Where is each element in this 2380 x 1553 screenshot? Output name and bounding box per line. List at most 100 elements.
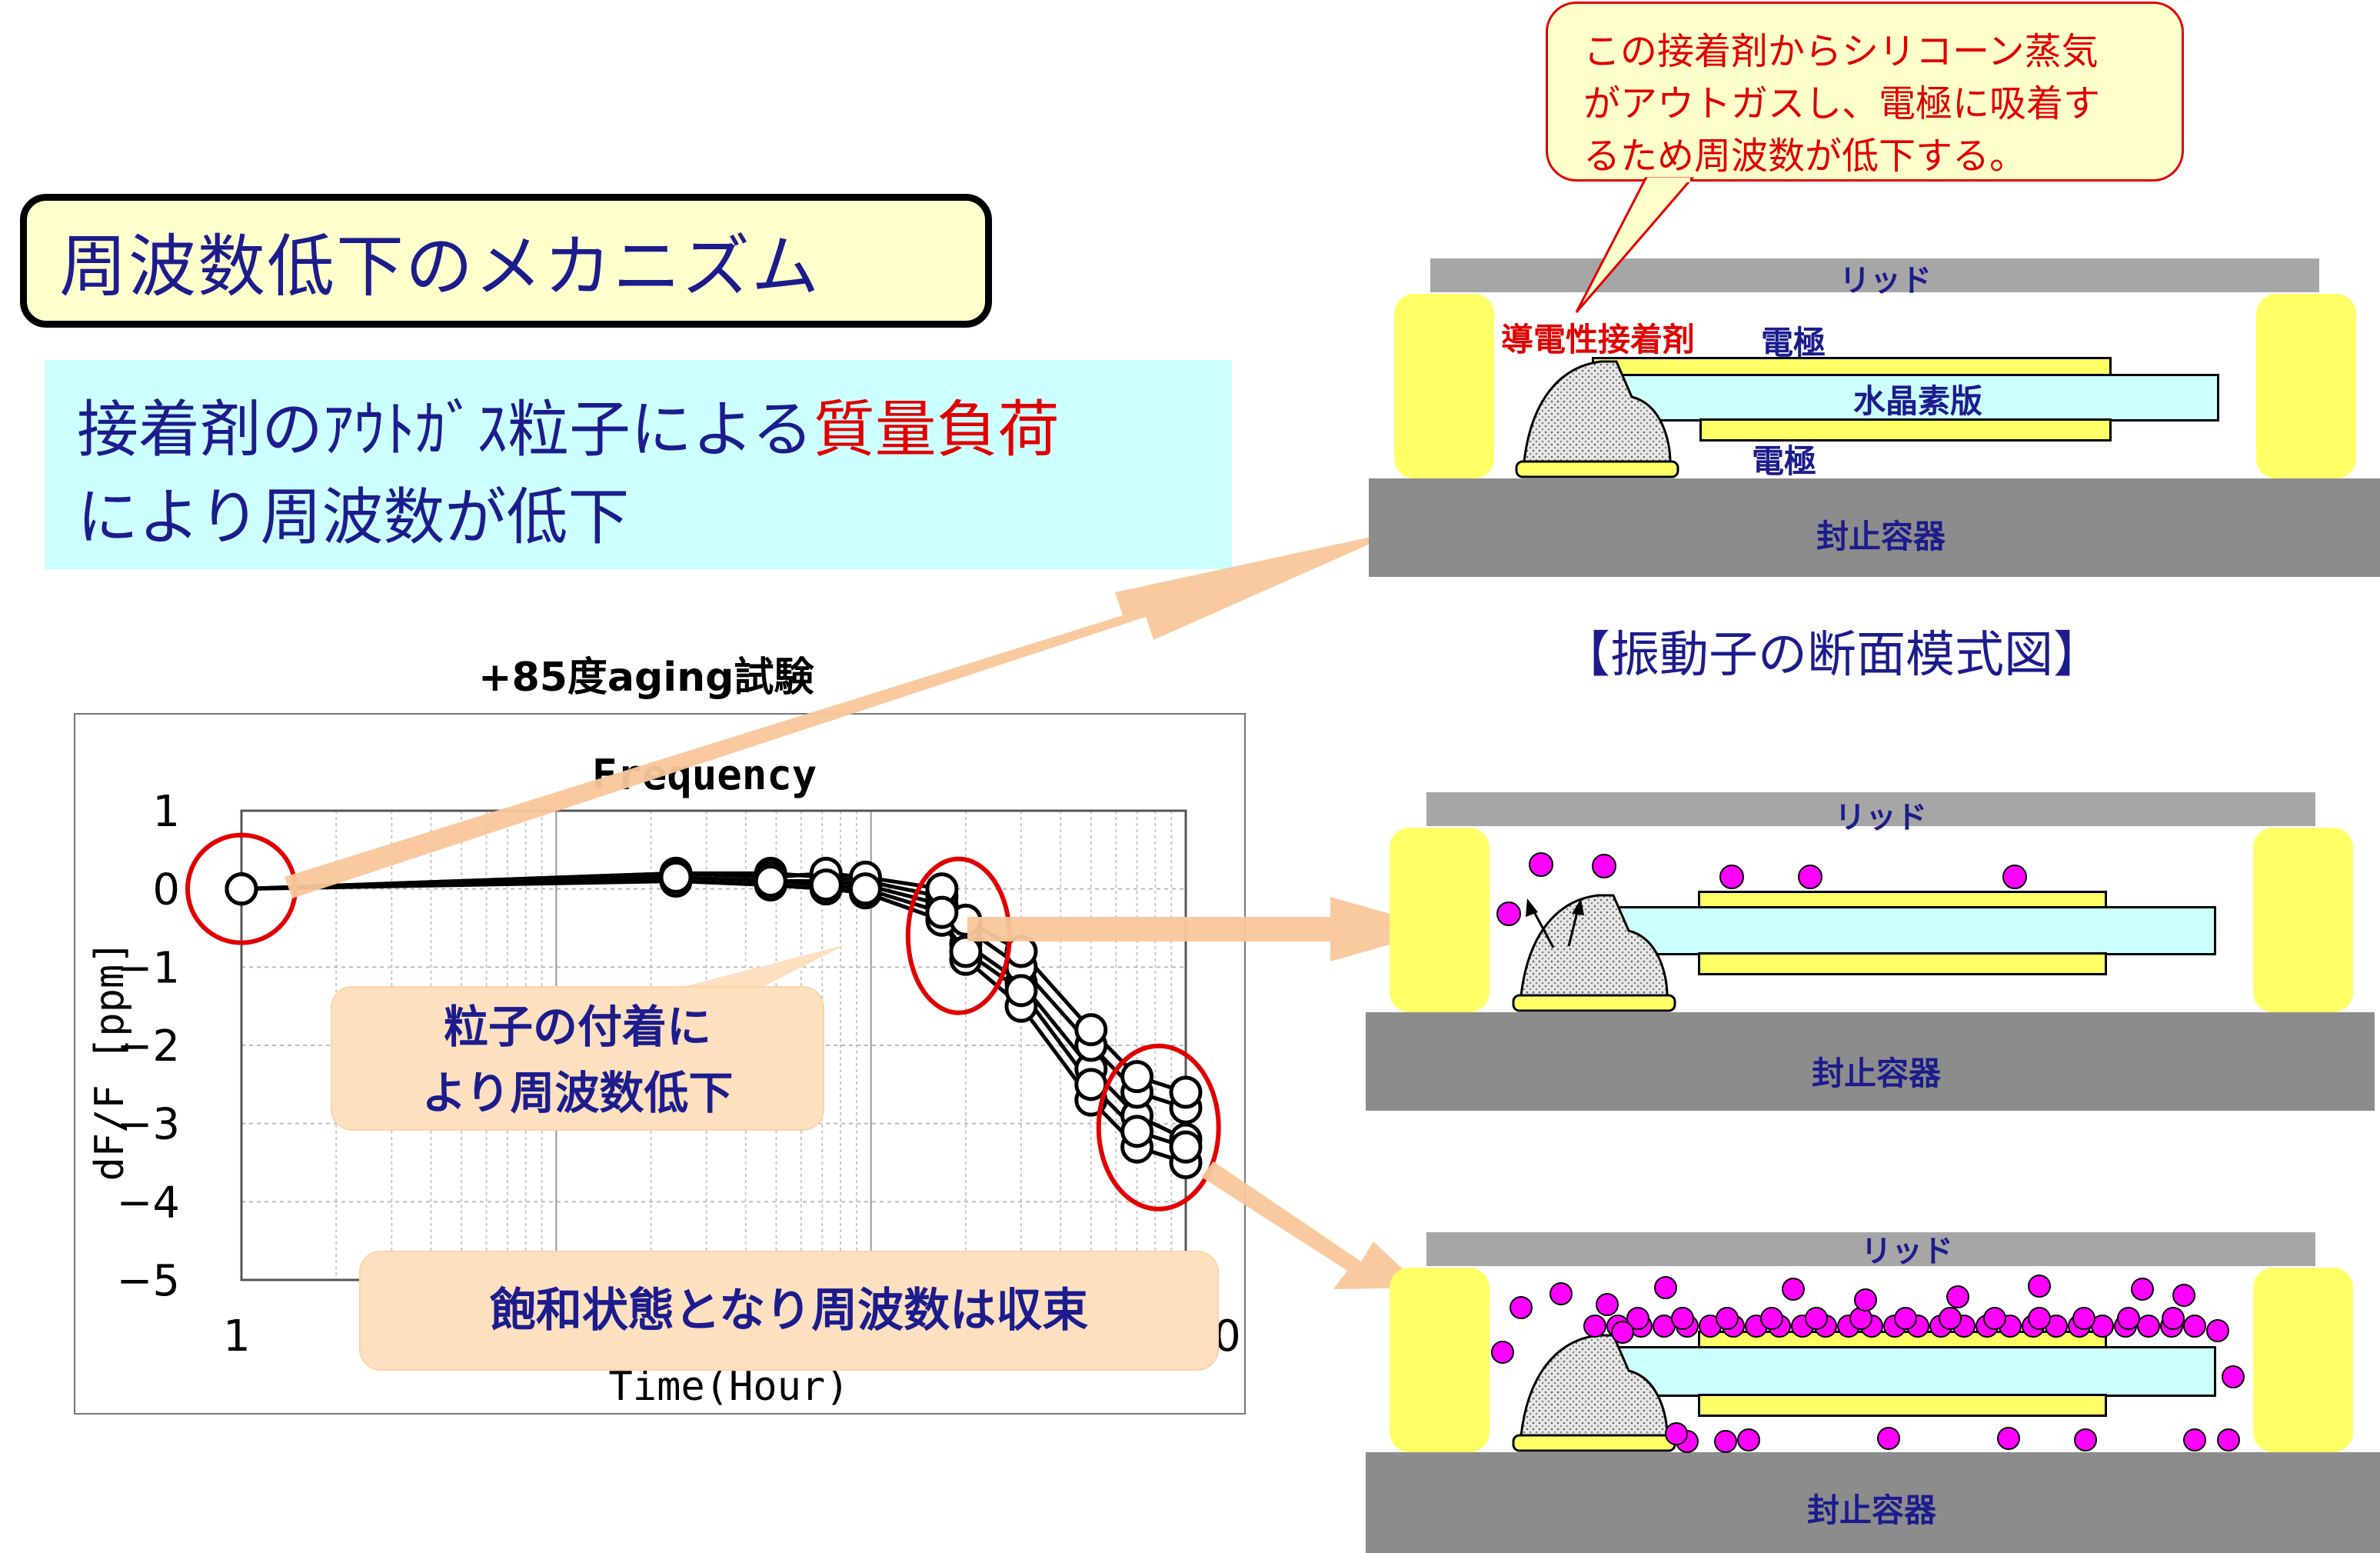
data-point — [1169, 1130, 1203, 1164]
particle — [2072, 1307, 2095, 1330]
callout-attach-line-1: 粒子の付着に — [443, 1001, 711, 1053]
chart-series — [225, 856, 1203, 1179]
subtitle-line-1-text: 接着剤のｱｳﾄｶﾞｽ粒子による — [77, 394, 814, 465]
particle — [1997, 1427, 2020, 1450]
particle — [2217, 1428, 2240, 1451]
particle — [1714, 1430, 1737, 1453]
subtitle-box: 接着剤のｱｳﾄｶﾞｽ粒子による質量負荷 により周波数が低下 — [45, 360, 1232, 569]
outgas-arrow-head — [1526, 898, 1538, 917]
particle — [2162, 1307, 2185, 1330]
particle — [1510, 1296, 1533, 1319]
page-title: 周波数低下のメカニズム — [20, 194, 992, 328]
y-axis-label: dF/F [ppm] — [87, 940, 133, 1181]
speech-line-1: この接着剤からシリコーン蒸気 — [1583, 30, 2099, 73]
lid-label-2: リッド — [1835, 800, 1927, 835]
outgas-arrow — [1530, 907, 1555, 948]
particle — [1611, 1321, 1634, 1344]
electrode-bottom-label-1: 電極 — [1752, 442, 1817, 480]
highlight-saturate — [1096, 1043, 1221, 1211]
particle — [1877, 1427, 1900, 1450]
lid-label-3: リッド — [1861, 1234, 1953, 1269]
container-1 — [1369, 478, 2380, 577]
container-label-2: 封止容器 — [1812, 1055, 1942, 1092]
electrode-top-label-1: 電極 — [1761, 324, 1826, 362]
adhesive-2 — [1520, 894, 1669, 997]
data-point — [848, 872, 882, 906]
post-right-2 — [2253, 828, 2353, 1012]
adhesive-1-pad — [1515, 460, 1679, 478]
electrode-bottom-1 — [1699, 418, 2112, 442]
particle — [1983, 1307, 2006, 1330]
arrow-to-diagram-3 — [1201, 1161, 1423, 1289]
chart-outer-title: +85度aging試験 — [478, 655, 814, 701]
particle — [1549, 1282, 1573, 1305]
data-point — [809, 868, 843, 902]
data-point — [1120, 1060, 1154, 1094]
electrode-bottom-2 — [1698, 952, 2107, 975]
speech-bubble: この接着剤からシリコーン蒸気 がアウトガスし、電極に吸着す るため周波数が低下す… — [1546, 2, 2184, 182]
container-2 — [1366, 1012, 2375, 1111]
callout-particle-attach: 粒子の付着に より周波数低下 — [331, 986, 824, 1131]
subtitle-highlight: 質量負荷 — [813, 394, 1060, 465]
data-point — [659, 860, 693, 894]
particle — [1596, 1293, 1619, 1316]
particle — [1671, 1307, 1694, 1330]
particle — [2117, 1307, 2140, 1330]
particle — [1583, 1315, 1606, 1338]
x-axis-label: Time(Hour) — [608, 1364, 849, 1410]
lid-label-1: リッド — [1839, 263, 1932, 298]
particle — [1592, 854, 1616, 878]
x-tick-label: 1 — [223, 1311, 251, 1361]
particle — [2002, 865, 2027, 889]
particle — [2183, 1315, 2206, 1338]
particle — [1719, 865, 1744, 889]
particle — [1665, 1422, 1688, 1445]
particle — [1716, 1307, 1739, 1330]
diagram-caption: 【振動子の断面模式図】 — [1561, 627, 2102, 684]
particle — [1946, 1285, 1969, 1308]
particle — [2206, 1319, 2229, 1342]
particle — [1854, 1288, 1877, 1311]
particle — [1939, 1307, 1962, 1330]
post-right-1 — [2256, 294, 2356, 478]
particle — [2028, 1307, 2051, 1330]
speech-line-3: るため周波数が低下する。 — [1583, 135, 2027, 178]
y-tick-label: −3 — [116, 1100, 180, 1150]
container-label-3: 封止容器 — [1807, 1491, 1937, 1529]
callout-saturation: 飽和状態となり周波数は収束 — [359, 1251, 1219, 1371]
particle — [1805, 1307, 1828, 1330]
data-point — [1074, 1013, 1108, 1047]
outgas-arrow-head — [1572, 898, 1584, 915]
subtitle-line-2: により周波数が低下 — [77, 482, 630, 553]
post-right-3 — [2253, 1268, 2353, 1452]
y-tick-label: −2 — [116, 1021, 180, 1071]
container-label-1: 封止容器 — [1816, 518, 1946, 555]
adhesive-2-pad — [1512, 994, 1676, 1012]
particle — [2222, 1365, 2245, 1388]
particle — [2131, 1278, 2154, 1301]
particle — [2137, 1315, 2160, 1338]
subtitle-line-1: 接着剤のｱｳﾄｶﾞｽ粒子による質量負荷 — [77, 380, 1060, 469]
data-point — [1120, 1115, 1154, 1148]
y-tick-label: −1 — [116, 943, 180, 993]
speech-tail — [1575, 177, 1695, 313]
adhesive-1 — [1523, 360, 1672, 463]
adhesive-label-1: 導電性接着剤 — [1501, 321, 1696, 358]
data-point — [225, 872, 258, 906]
lid-1 — [1430, 258, 2319, 292]
container-3 — [1366, 1452, 2380, 1553]
particle — [1491, 1341, 1514, 1364]
y-tick-label: −4 — [116, 1178, 180, 1228]
lid-3 — [1426, 1232, 2315, 1266]
y-tick-label: 1 — [152, 787, 180, 837]
particle — [1894, 1307, 1917, 1330]
particle — [2172, 1284, 2195, 1307]
particle — [1626, 1307, 1649, 1330]
electrode-bottom-3 — [1698, 1394, 2107, 1417]
post-left-3 — [1390, 1268, 1490, 1452]
particle — [2028, 1275, 2051, 1298]
data-point — [1169, 1075, 1203, 1109]
particle — [1782, 1278, 1805, 1301]
